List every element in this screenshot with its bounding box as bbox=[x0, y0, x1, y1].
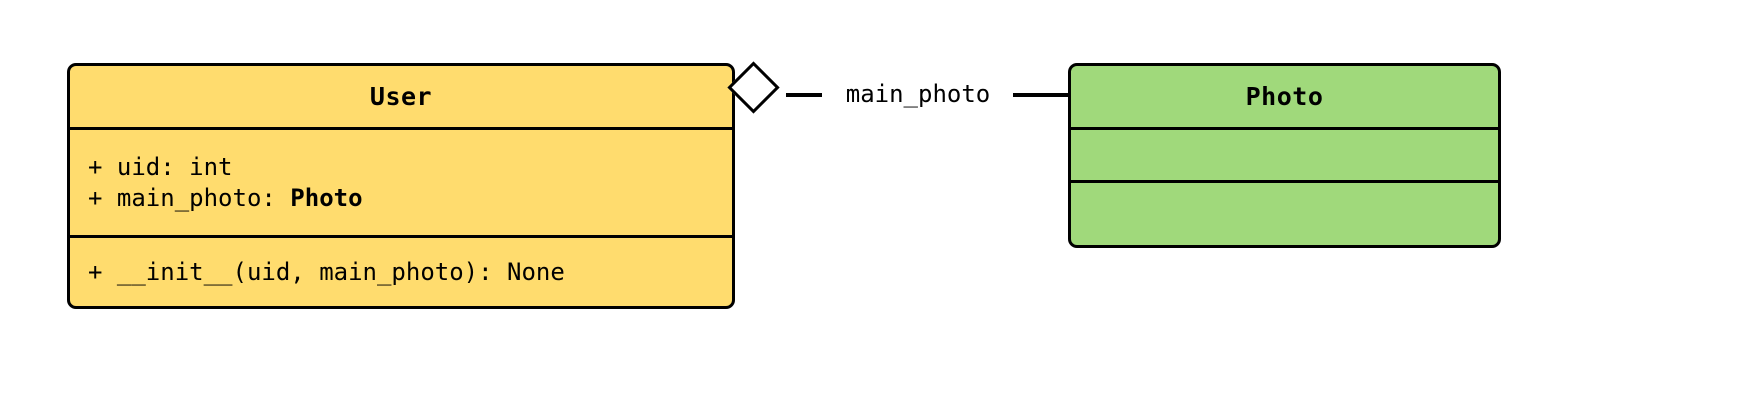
association-label-main-photo: main_photo bbox=[845, 80, 991, 108]
class-methods-user: + __init__(uid, main_photo): None bbox=[70, 235, 732, 306]
method-init: + __init__(uid, main_photo): None bbox=[88, 257, 565, 286]
aggregation-diamond-icon bbox=[727, 61, 780, 114]
uml-class-photo[interactable]: Photo bbox=[1068, 63, 1501, 248]
attribute-main-photo-type: Photo bbox=[290, 183, 363, 212]
class-attributes-user: + uid: int + main_photo: Photo bbox=[70, 127, 732, 235]
association-line-left bbox=[786, 93, 822, 97]
attribute-uid: + uid: int bbox=[88, 152, 233, 181]
class-title-photo: Photo bbox=[1245, 82, 1324, 111]
attribute-main-photo: + main_photo: Photo bbox=[88, 183, 714, 214]
class-methods-photo bbox=[1071, 180, 1498, 245]
association-line-right bbox=[1013, 93, 1070, 97]
uml-class-user[interactable]: User + uid: int + main_photo: Photo + __… bbox=[67, 63, 735, 309]
class-attributes-photo bbox=[1071, 127, 1498, 180]
class-title-user: User bbox=[369, 82, 433, 111]
attribute-main-photo-label: + main_photo: bbox=[88, 183, 291, 212]
